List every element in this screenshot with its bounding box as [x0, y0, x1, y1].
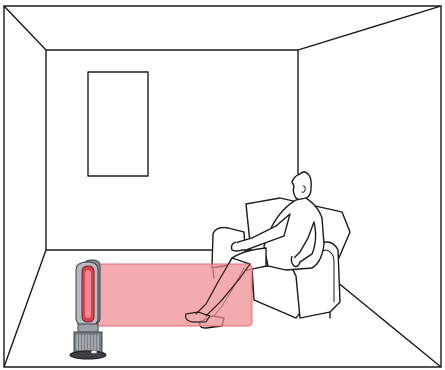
heat-zone-band	[88, 264, 252, 326]
edge-top-right	[298, 6, 441, 50]
person-head	[292, 172, 311, 202]
wall-picture-frame	[88, 72, 148, 176]
fan-control-light	[91, 351, 97, 354]
heat-zone	[88, 258, 252, 326]
edge-bottom-left	[4, 250, 46, 367]
fan-loop-inner-highlight	[85, 270, 91, 318]
edge-top-left	[4, 6, 46, 50]
fan-base-foot	[70, 351, 106, 359]
fan-neck	[78, 324, 98, 332]
